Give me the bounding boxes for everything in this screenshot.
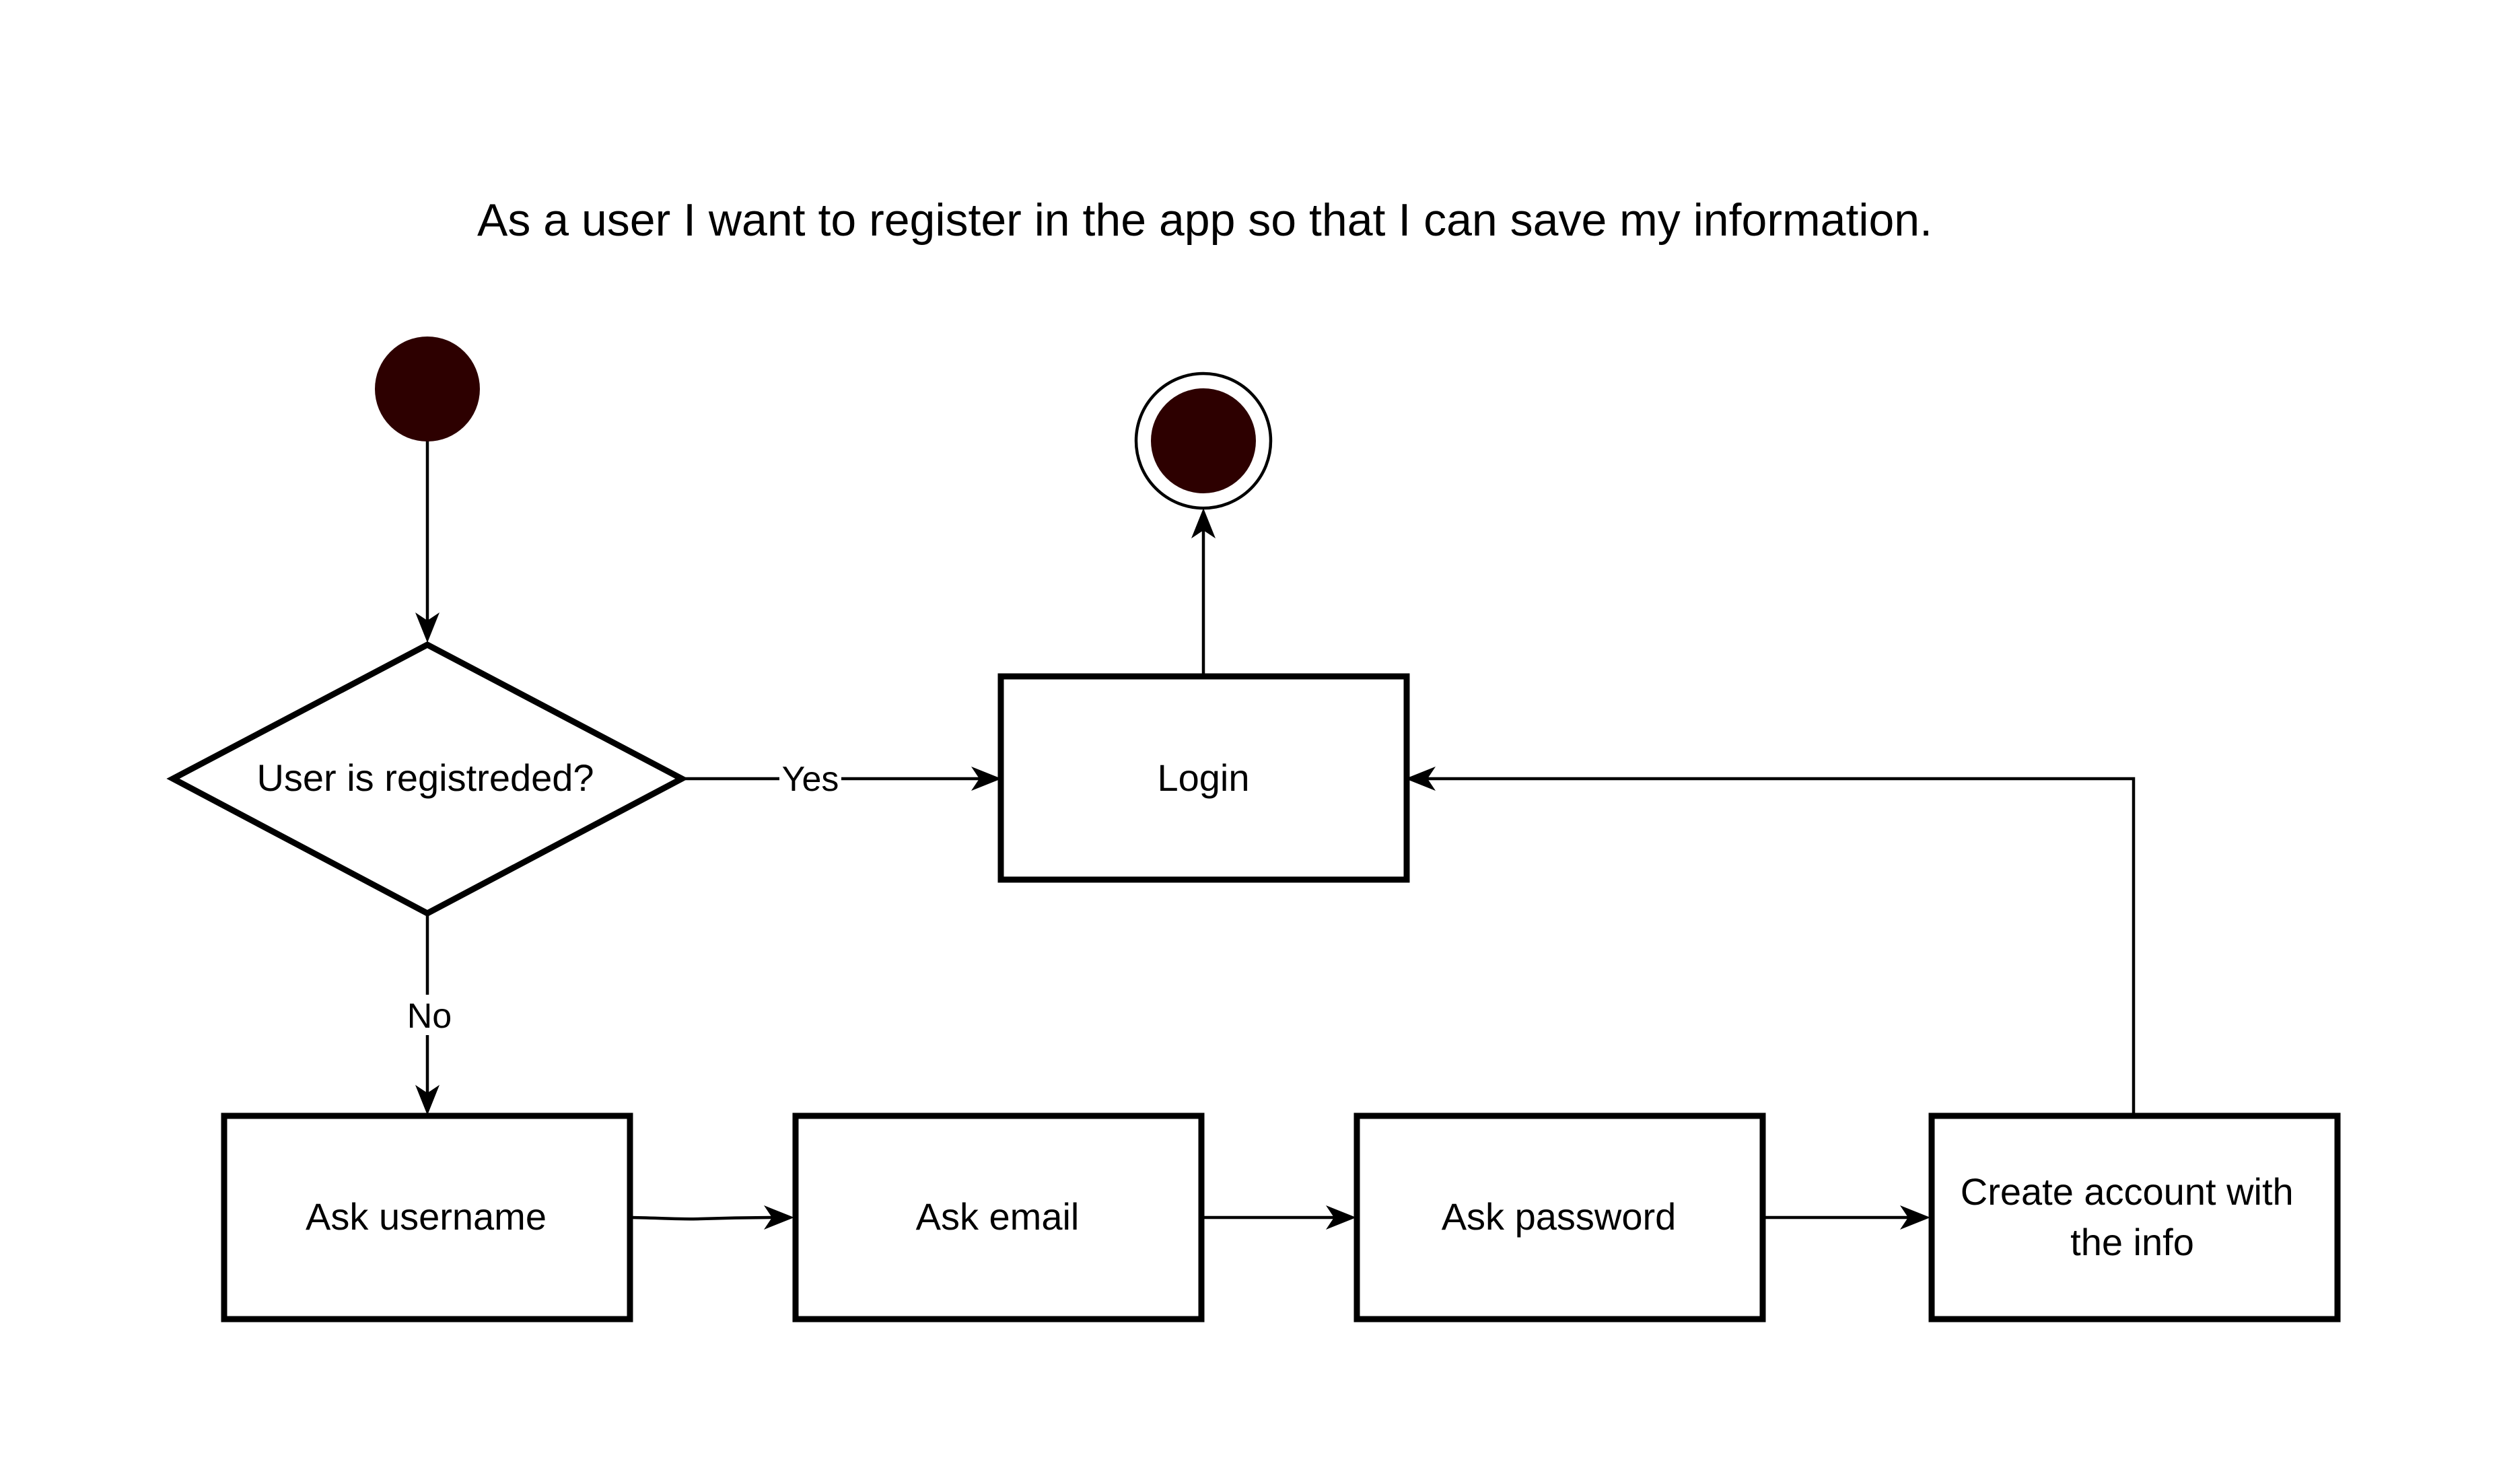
login-label: Login	[1157, 756, 1249, 799]
ask-username-label: Ask username	[306, 1195, 547, 1238]
arrowhead-create-to-login	[1405, 767, 1436, 791]
ask-email-label: Ask email	[916, 1195, 1080, 1238]
edge-create-to-login	[1419, 777, 2136, 1116]
ask-username-box	[221, 1112, 633, 1322]
activity-ask-email: Ask email	[792, 1112, 1205, 1322]
decision-diamond	[166, 641, 689, 917]
start-node	[375, 337, 480, 441]
decision-label: User is registreded?	[256, 756, 594, 799]
login-box	[997, 673, 1410, 883]
ask-password-label: Ask password	[1442, 1195, 1677, 1238]
create-account-label: Create account with the info	[1961, 1170, 2304, 1263]
ask-password-box	[1353, 1112, 1766, 1322]
arrowhead-password-to-create	[1900, 1205, 1930, 1230]
create-account-label-line-2: the info	[2070, 1221, 2194, 1263]
arrowhead-decision-to-ask-username	[415, 1085, 439, 1115]
activity-ask-password: Ask password	[1353, 1112, 1766, 1322]
arrowhead-start-to-decision	[415, 612, 439, 643]
activity-create-account: Create account with the info	[1928, 1112, 2341, 1322]
create-account-box	[1928, 1112, 2341, 1322]
edge-username-to-email	[631, 1215, 781, 1221]
yes-label-bg	[779, 757, 841, 799]
end-node	[1134, 372, 1273, 510]
arrowhead-decision-to-login	[971, 767, 1001, 791]
arrowhead-email-to-password	[1326, 1205, 1356, 1230]
ask-email-box	[792, 1112, 1205, 1322]
yes-edge-label: Yes	[782, 760, 839, 799]
create-account-label-line-1: Create account with	[1961, 1170, 2294, 1213]
end-node-inner-dot	[1151, 388, 1256, 493]
no-label-bg	[400, 995, 456, 1035]
activity-login: Login	[997, 673, 1410, 883]
activity-ask-username: Ask username	[221, 1112, 633, 1322]
decision-user-registered: User is registreded?	[166, 641, 689, 917]
diagram-title: As a user I want to register in the app …	[477, 195, 1932, 246]
edges: Yes No	[400, 441, 2136, 1230]
arrowhead-login-to-end	[1191, 508, 1216, 538]
no-edge-label: No	[407, 997, 452, 1036]
arrowhead-username-to-email	[764, 1205, 794, 1230]
